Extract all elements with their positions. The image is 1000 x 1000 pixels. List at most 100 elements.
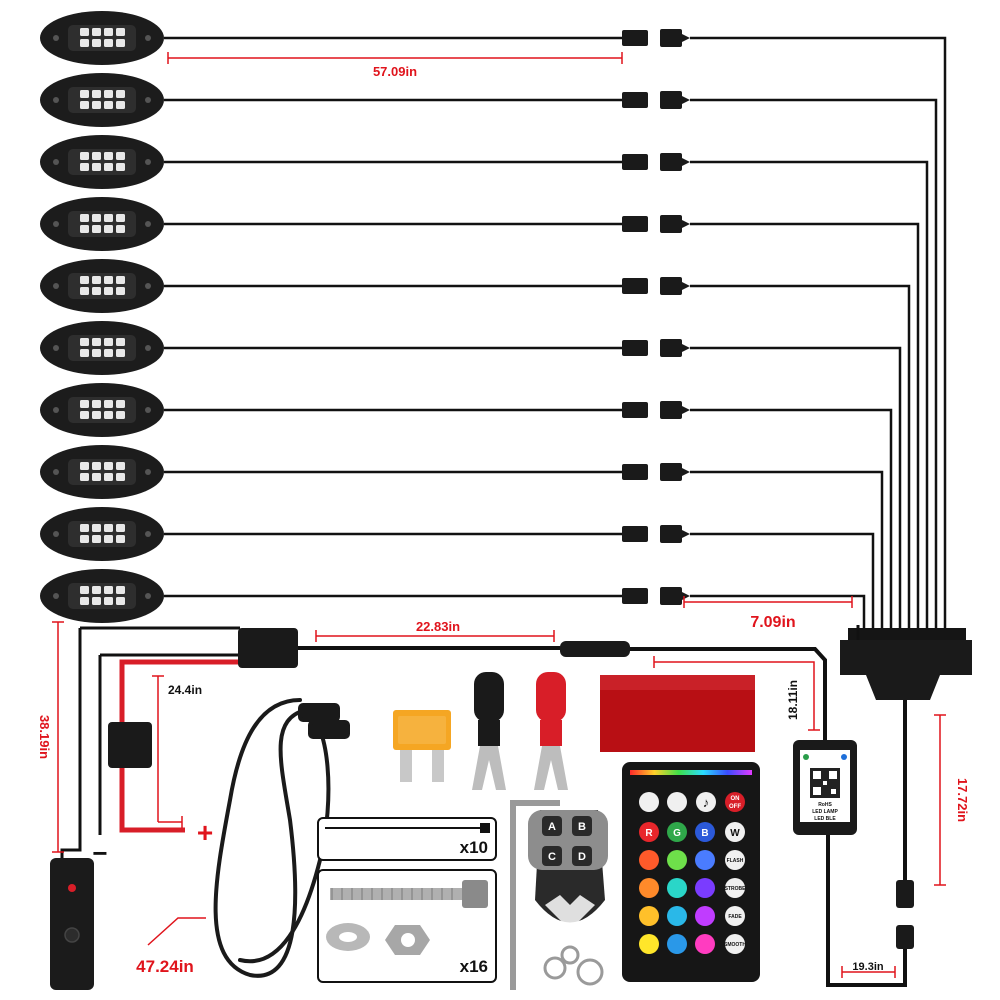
dim-fuse-lead: 24.4in (168, 683, 202, 697)
splitter-hub (840, 628, 972, 700)
white-label: W (730, 828, 740, 839)
wire-connector (622, 525, 690, 543)
fob-button-label: C (548, 851, 556, 863)
color-button[interactable] (695, 822, 715, 842)
rock-light (40, 569, 164, 623)
light-wires (164, 29, 947, 628)
blade-fuse (393, 710, 451, 782)
sun-bright-icon[interactable] (667, 792, 687, 812)
svg-text:OFF: OFF (729, 804, 741, 810)
svg-text:♪: ♪ (703, 795, 710, 810)
dim-controller-lead: 18.11in (786, 680, 800, 720)
color-button[interactable] (667, 822, 687, 842)
wire-connector (622, 29, 690, 47)
dimension-lines (52, 52, 946, 978)
rocker-switch[interactable] (50, 858, 94, 990)
dim-connector-to-hub: 7.09in (750, 614, 795, 631)
color-button[interactable] (667, 934, 687, 954)
rock-lights (40, 11, 164, 623)
switch-indicator-led (68, 884, 76, 892)
fob-button[interactable] (542, 816, 562, 836)
inline-fuse-holder (108, 722, 152, 768)
zip-tie-box: x10 (317, 817, 497, 861)
color-button[interactable] (639, 934, 659, 954)
red-fork-terminal (534, 672, 568, 790)
color-button[interactable] (695, 878, 715, 898)
fob-button-label: A (548, 821, 556, 833)
fob-emblem (545, 895, 595, 930)
mode-button[interactable] (725, 934, 745, 954)
inline-connector (560, 641, 630, 657)
key-ring (560, 945, 580, 965)
positive-sign: + (197, 817, 213, 848)
rock-light (40, 321, 164, 375)
mode-label: STROBE (725, 886, 747, 892)
fob-button-label: D (578, 851, 586, 863)
fob-button[interactable] (572, 846, 592, 866)
rock-light (40, 197, 164, 251)
color-button[interactable] (639, 878, 659, 898)
allen-key (510, 800, 560, 990)
screw-quantity: x16 (460, 957, 488, 976)
wire-connector (622, 215, 690, 233)
mode-button[interactable] (725, 878, 745, 898)
rock-light (40, 383, 164, 437)
mode-label: FADE (728, 914, 742, 920)
wire-connector (622, 401, 690, 419)
color-button[interactable] (695, 850, 715, 870)
rock-light (40, 135, 164, 189)
mode-label: SMOOTH (724, 942, 746, 948)
hub-lead (826, 700, 914, 987)
color-button[interactable] (639, 822, 659, 842)
rgb-label: R (645, 828, 653, 839)
dim-light-to-connector: 57.09in (373, 64, 417, 79)
switch-button[interactable] (64, 927, 80, 943)
zip-tie-quantity: x10 (460, 838, 488, 857)
wire-connector (622, 587, 690, 605)
sun-dim-icon[interactable] (639, 792, 659, 812)
mode-button[interactable] (725, 906, 745, 926)
dim-bottom-lead: 19.3in (852, 961, 883, 973)
rock-light (40, 11, 164, 65)
mode-button[interactable] (725, 850, 745, 870)
fob-button[interactable] (572, 816, 592, 836)
fob-button-label: B (578, 821, 586, 833)
bluetooth-controller: RoHS LED LAMP LED BLE (793, 740, 857, 835)
controller-label-2: LED LAMP (812, 809, 838, 815)
black-fork-terminal (472, 672, 506, 790)
main-harness (60, 625, 860, 860)
dim-main-cable: 22.83in (416, 619, 460, 634)
key-fob-remote[interactable]: A B C D (528, 810, 608, 986)
color-button[interactable] (639, 906, 659, 926)
adhesive-tape (600, 675, 755, 752)
music-note-icon[interactable] (696, 792, 716, 812)
color-button[interactable] (667, 878, 687, 898)
color-button[interactable] (695, 906, 715, 926)
wire-connector (622, 153, 690, 171)
rock-light (40, 507, 164, 561)
white-button[interactable] (725, 822, 745, 842)
mode-label: FLASH (727, 858, 744, 864)
lead-connector (896, 880, 914, 908)
main-connector (238, 628, 298, 668)
color-button[interactable] (695, 934, 715, 954)
controller-label-1: RoHS (818, 802, 832, 808)
wire-connector (622, 91, 690, 109)
negative-sign: − (92, 838, 107, 868)
dim-extension-cable: 47.24in (136, 957, 194, 976)
wire-connector (622, 463, 690, 481)
extension-connector-mate (308, 720, 350, 739)
color-button[interactable] (667, 850, 687, 870)
dim-switch-cable: 38.19in (37, 715, 52, 759)
fob-button[interactable] (542, 846, 562, 866)
wire-connector (622, 339, 690, 357)
wire-connector (622, 277, 690, 295)
color-button[interactable] (667, 906, 687, 926)
rock-light (40, 445, 164, 499)
extension-connector (298, 703, 340, 722)
power-button[interactable] (725, 792, 745, 812)
svg-text:ON: ON (731, 796, 740, 802)
color-button[interactable] (639, 850, 659, 870)
